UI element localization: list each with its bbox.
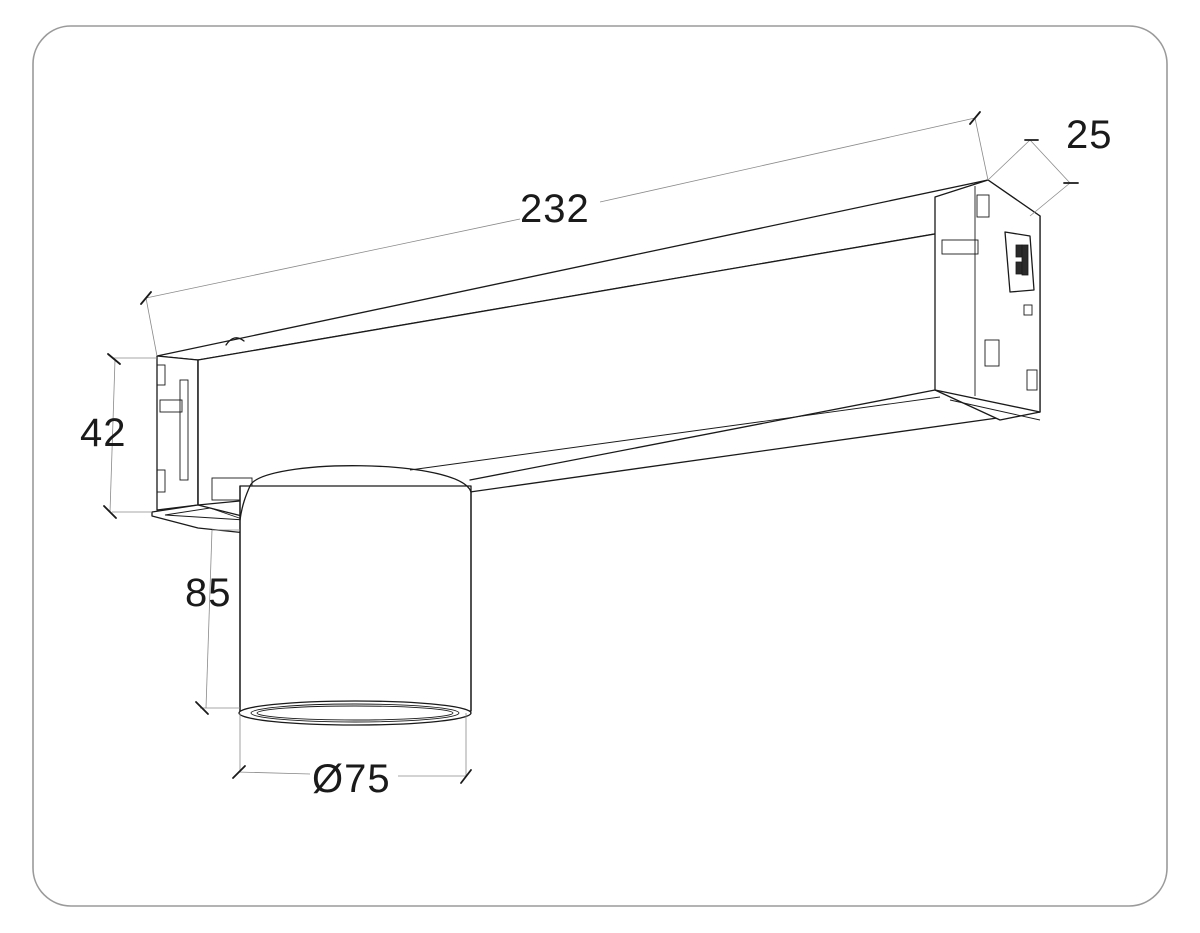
adapter-right-end	[934, 179, 1041, 421]
dimension-lamp-height-label: 85	[185, 571, 232, 615]
top-knob	[225, 337, 245, 346]
lamp-inner-rim	[250, 703, 460, 723]
dimension-lamp-height: 85	[185, 529, 240, 715]
adapter-left-end	[156, 355, 199, 511]
dimension-diameter-label: Ø75	[312, 757, 391, 801]
dimension-width-label: 25	[1066, 113, 1113, 157]
track-adapter-body	[151, 179, 1041, 534]
dimension-track-height-label: 42	[80, 411, 127, 455]
lamp-bottom-rim	[238, 700, 472, 726]
cylindrical-lamp	[238, 465, 472, 726]
dimension-length-label: 232	[520, 187, 590, 231]
dimension-width: 25	[987, 113, 1113, 217]
dimension-track-height: 42	[80, 353, 157, 519]
dimension-length: 232	[140, 111, 989, 357]
lamp-top-ellipse	[249, 465, 472, 493]
dimension-diameter: Ø75	[232, 713, 472, 801]
